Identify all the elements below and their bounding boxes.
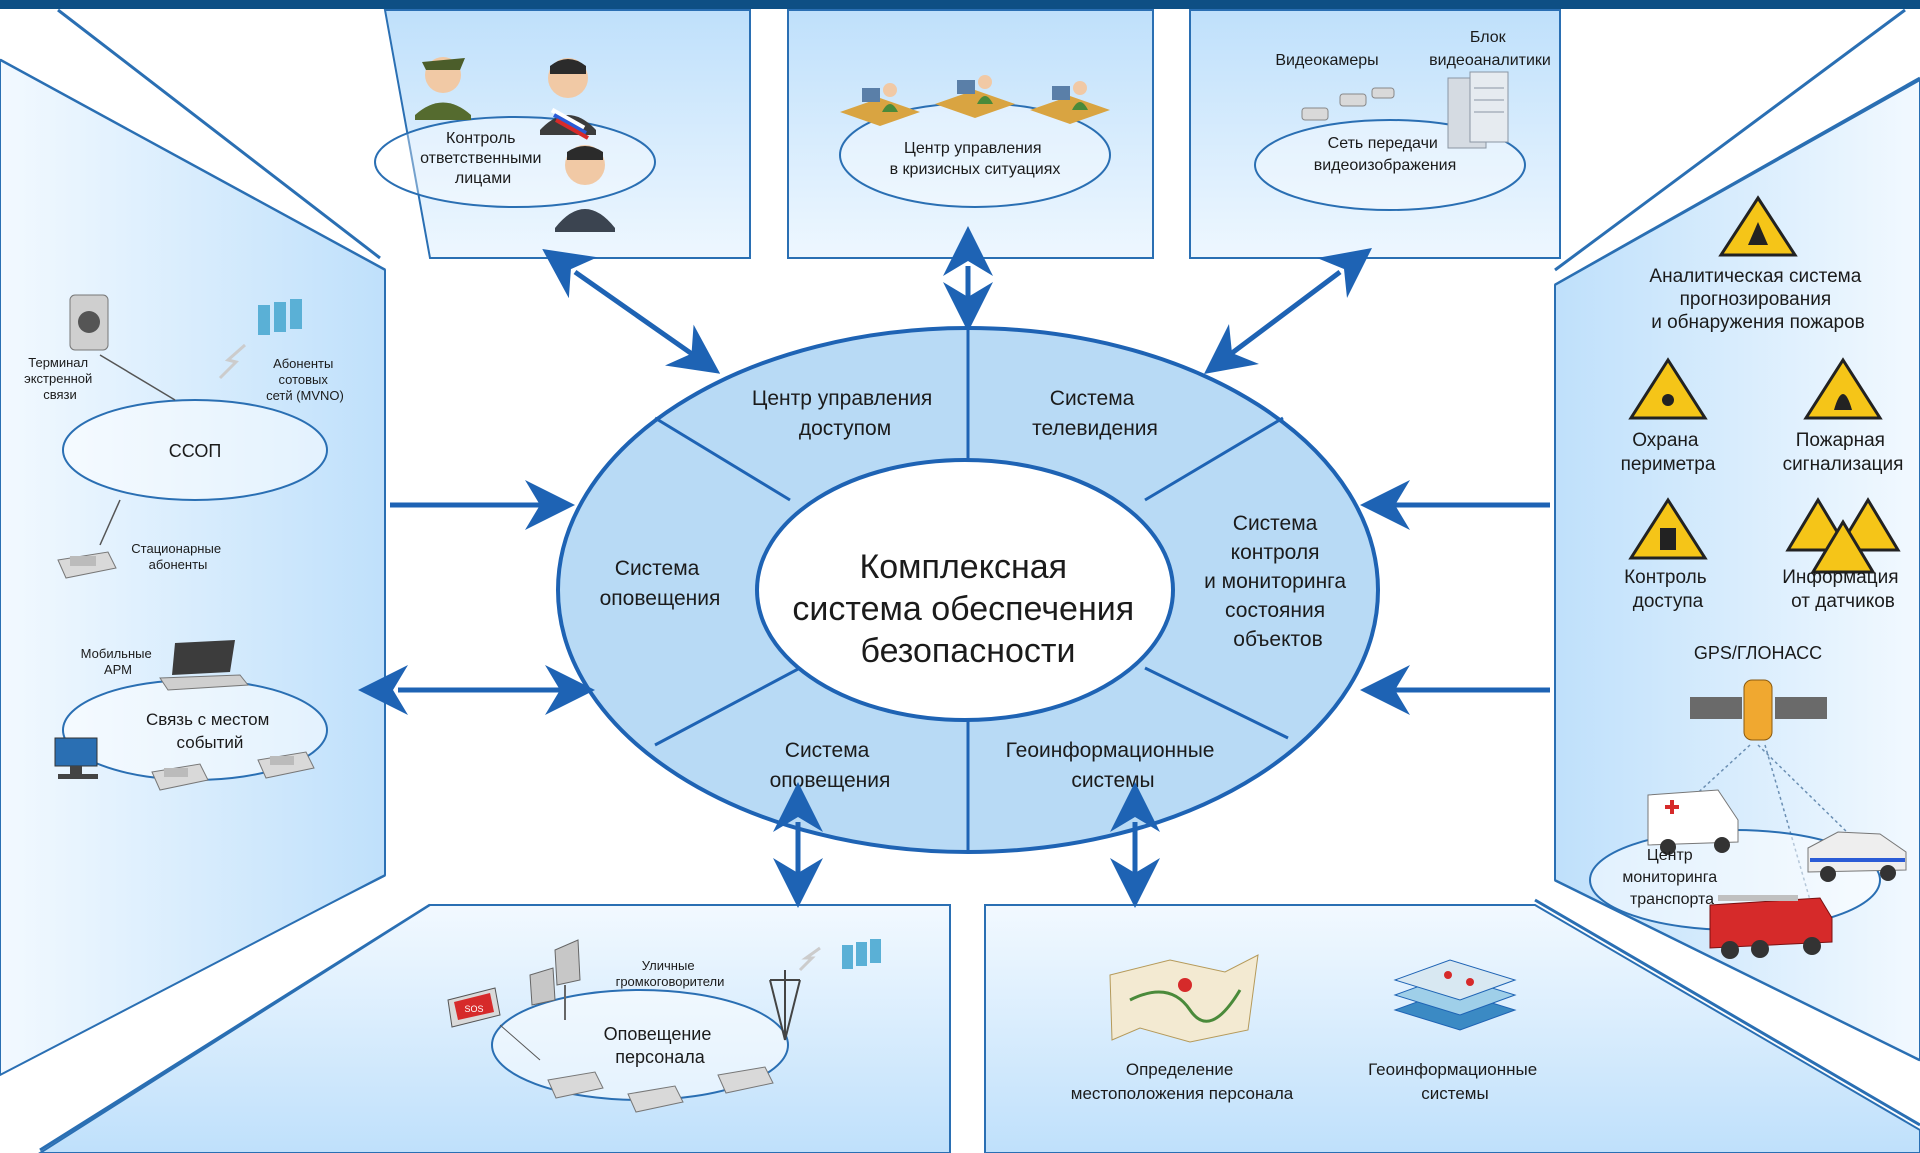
crisis-center-label: Центр управления в кризисных ситуациях [890, 140, 1061, 178]
gps-label: GPS/ГЛОНАСС [1694, 643, 1822, 663]
perimeter-label: Охрана периметра [1621, 430, 1716, 475]
top-right-content: Видеокамеры Блок видеоаналитики Сеть пер… [1254, 29, 1551, 211]
terminal-label: Терминал экстренной связи [24, 355, 96, 402]
bottom-left-content: SOS Уличные громкоговорители Оповещение … [447, 939, 881, 1113]
cameras-label: Видеокамеры [1275, 52, 1378, 69]
panel-top-right [1189, 9, 1561, 259]
sector-notification-left: Система оповещения [600, 557, 721, 610]
speakers-label: Уличные громкоговорители [616, 958, 725, 989]
ambulance-icon [1647, 789, 1739, 855]
central-ellipse [556, 326, 1380, 854]
manager-icon [555, 145, 615, 232]
desk-phone-icon [151, 763, 209, 791]
computer-icon [54, 737, 98, 779]
camera-icon [1301, 87, 1395, 121]
ssop-label: ССОП [169, 441, 222, 461]
sensor-info-label: Информация от датчиков [1782, 567, 1904, 612]
panel-right [1554, 78, 1920, 1062]
loudspeaker-icon [529, 939, 581, 1020]
desk-phone-icon [57, 551, 117, 579]
workstation-icon [840, 83, 920, 126]
fire-alarm-icon [1803, 357, 1883, 420]
fire-truck-icon [1709, 895, 1833, 959]
workstation-icon [1030, 81, 1110, 124]
mobile-arm-label: Мобильные АРМ [81, 646, 156, 677]
desk-phone-icon [547, 1071, 604, 1099]
map-icon [1109, 954, 1259, 1043]
access-control-label: Контроль доступа [1624, 567, 1712, 612]
fire-forecast-icon [1718, 195, 1798, 257]
panel-top-center [787, 9, 1154, 259]
perimeter-icon [1628, 357, 1708, 420]
top-center-content: Центр управления в кризисных ситуациях [839, 75, 1111, 208]
radio-tower-icon [769, 970, 801, 1041]
desk-phone-icon [257, 751, 315, 779]
analytics-label: Блок видеоаналитики [1429, 29, 1551, 69]
fire-alarm-label: Пожарная сигнализация [1783, 430, 1904, 475]
sos-sign-icon: SOS [447, 987, 541, 1061]
panel-bottom-right [984, 904, 1920, 1153]
gis-layers-icon [1393, 959, 1517, 1031]
desk-phone-icon [627, 1085, 684, 1113]
stationary-label: Стационарные абоненты [131, 541, 224, 572]
top-left-content: Контроль ответственными лицами [374, 57, 656, 232]
arrows [358, 226, 1550, 908]
workstation-icon [935, 75, 1015, 118]
location-label: Определение местоположения персонала [1071, 1060, 1294, 1103]
official-icon [540, 58, 596, 140]
bottom-right-content: Определение местоположения персонала Гео… [1071, 954, 1542, 1103]
left-content: ССОП Терминал экстренной связи Абоненты … [24, 294, 344, 791]
sector-tv-system: Система телевидения [1032, 387, 1158, 440]
center-title: Комплексная система обеспечения безопасн… [792, 548, 1143, 670]
arrow-top-right [1204, 248, 1372, 374]
center-title-line: безопасности [861, 632, 1076, 670]
police-car-icon [1807, 831, 1907, 882]
access-control-icon [1628, 497, 1708, 560]
center-title-line: Комплексная [859, 548, 1067, 586]
right-content: Аналитическая система прогнозирования и … [1589, 195, 1907, 959]
transport-center-label: Центр мониторинга транспорта [1622, 847, 1721, 908]
mobile-phones-icon [258, 299, 302, 335]
center-title-line: система обеспечения [792, 590, 1134, 628]
ssop-ellipse [62, 399, 328, 501]
arrow-top-left [542, 249, 721, 374]
satellite-icon [1690, 679, 1827, 741]
server-icon [1447, 71, 1509, 149]
responsible-persons-label: Контроль ответственными лицами [420, 130, 546, 187]
desk-phone-icon [717, 1066, 774, 1094]
sensor-icon [1785, 497, 1901, 574]
staff-notification-label: Оповещение персонала [604, 1024, 717, 1067]
officer-icon [415, 57, 471, 120]
video-network-label: Сеть передачи видеоизображения [1314, 135, 1457, 174]
signal-icon [218, 343, 246, 380]
sos-text: SOS [464, 1004, 483, 1014]
mvno-label: Абоненты сотовых сетй (MVNO) [266, 356, 344, 403]
emergency-terminal-icon [69, 294, 109, 351]
event-link-label: Связь с местом событий [146, 710, 274, 752]
gis-label: Геоинформационные системы [1368, 1060, 1542, 1103]
signal-icon [798, 946, 821, 972]
sector-monitoring-system: Система контроля и мониторинга состояния… [1204, 512, 1352, 651]
fire-analytics-label: Аналитическая система прогнозирования и … [1649, 266, 1866, 333]
laptop-icon [159, 640, 249, 691]
mobile-phones-icon [842, 939, 881, 969]
header-bar [0, 0, 1920, 9]
sector-access-center: Центр управления доступом [752, 387, 938, 440]
